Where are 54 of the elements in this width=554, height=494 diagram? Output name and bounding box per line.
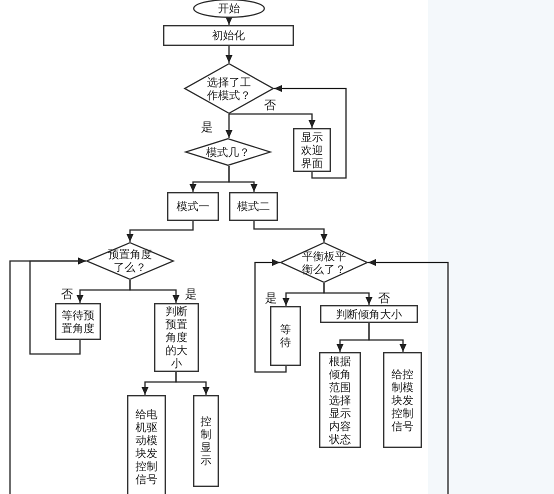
arrow [368, 323, 406, 352]
arrow [9, 258, 86, 494]
edge-label: 是 [264, 292, 278, 305]
arrow [323, 283, 372, 305]
arrow [229, 113, 316, 128]
node-text: 预置角度了么？ [107, 248, 153, 274]
process-box [55, 303, 101, 340]
arrow [175, 372, 210, 395]
node-text: 平衡板平衡么了？ [301, 250, 347, 276]
edge-label: 是 [184, 288, 198, 301]
decision-diamond [185, 138, 271, 166]
node-text: 根据倾角范围选择显示内容状态 [328, 354, 352, 446]
process-box [154, 303, 199, 372]
process-box [193, 395, 219, 487]
arrow [126, 221, 194, 242]
process-box [319, 352, 361, 448]
node-text: 给控制模块发控制信号 [390, 368, 414, 432]
arrow [228, 166, 258, 192]
edge-label: 是 [200, 121, 214, 134]
arrow [253, 221, 328, 242]
arrow [254, 259, 287, 373]
process-box [293, 128, 331, 172]
process-box [163, 25, 294, 46]
node-text: 判断倾角大小 [335, 308, 403, 320]
arrow [226, 114, 232, 138]
node-text: 给电机驱动模块发控制信号 [134, 408, 158, 486]
node-text: 等待 [279, 323, 292, 349]
node-text: 开始 [217, 2, 241, 15]
node-text: 模式一 [176, 200, 210, 213]
node-text: 显示欢迎界面 [300, 130, 324, 170]
process-box [127, 395, 166, 494]
node-text: 控制显示 [200, 415, 212, 467]
node-text: 模式几？ [205, 146, 251, 158]
edge-label: 否 [60, 288, 74, 301]
process-box [229, 192, 278, 221]
arrow [226, 17, 232, 25]
node-text: 判断预置角度的大小 [164, 305, 188, 370]
process-box [167, 192, 219, 221]
node-text: 选择了工作模式？ [206, 76, 252, 102]
node-text: 模式二 [236, 200, 271, 213]
arrow [226, 46, 232, 63]
process-box [383, 352, 422, 448]
arrow [129, 280, 180, 303]
process-box [270, 306, 301, 366]
edge-label: 否 [377, 292, 391, 305]
decision-diamond [184, 63, 274, 114]
decision-diamond [280, 242, 368, 283]
edge-label: 否 [263, 99, 277, 112]
arrow [274, 85, 347, 179]
process-box [320, 305, 418, 323]
node-text: 等待预置角度 [60, 308, 96, 334]
decision-diamond [86, 242, 174, 280]
arrow [368, 259, 449, 494]
node-text: 初始化 [211, 29, 246, 42]
